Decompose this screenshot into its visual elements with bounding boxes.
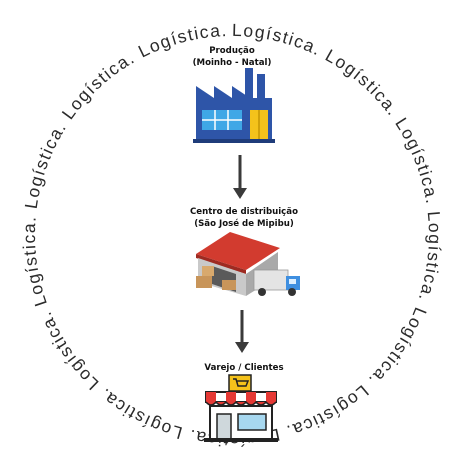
arrow-distribution-to-retail: [235, 310, 249, 353]
factory-icon: [193, 68, 275, 143]
store-icon: [204, 374, 278, 442]
stage-retail: Varejo / Clientes: [204, 363, 284, 442]
warehouse-icon: [196, 232, 300, 296]
stage-production: Produção (Moinho - Natal): [193, 46, 275, 143]
arrow-production-to-distribution: [233, 155, 247, 199]
stage-retail-title: Varejo / Clientes: [204, 363, 283, 373]
stage-production-subtitle: (Moinho - Natal): [193, 58, 272, 68]
stage-distribution-subtitle: (São José de Mipibu): [194, 218, 294, 229]
stage-distribution-title: Centro de distribuição: [190, 207, 298, 217]
stage-production-title: Produção: [209, 46, 255, 56]
stage-distribution-center: Centro de distribuição (São José de Mipi…: [190, 207, 300, 296]
